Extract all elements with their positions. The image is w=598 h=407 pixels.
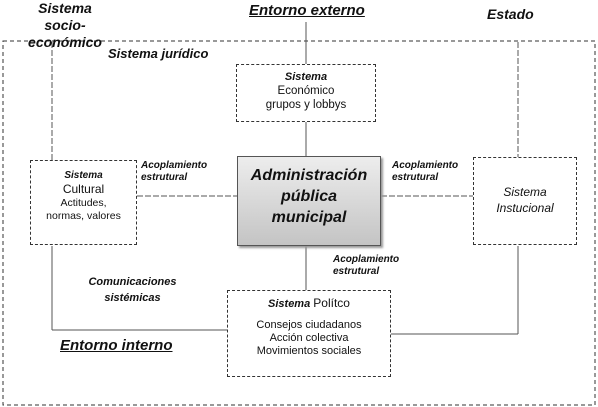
institucional-line-1: Sistema bbox=[503, 185, 547, 199]
administracion-publica-box: Administración pública municipal bbox=[237, 156, 381, 246]
estado-label: Estado bbox=[487, 6, 534, 22]
acoplamiento-bottom-label: Acoplamiento estrutural bbox=[333, 254, 400, 277]
cultural-line-normas: normas, valores bbox=[46, 210, 121, 222]
entorno-externo-label: Entorno externo bbox=[249, 2, 365, 19]
cultural-sistema-label: Sistema bbox=[64, 170, 103, 181]
politico-line-consejos: Consejos ciudadanos bbox=[256, 319, 362, 331]
politico-sistema-label: Sistema bbox=[268, 298, 311, 310]
central-line-2: pública bbox=[280, 188, 337, 205]
politico-title: Polítco bbox=[313, 296, 350, 310]
entorno-interno-label: Entorno interno bbox=[60, 337, 173, 354]
central-line-3: municipal bbox=[271, 209, 347, 226]
socio-economico-label: Sistema socio-económico bbox=[28, 0, 102, 50]
cultural-title: Cultural bbox=[62, 182, 105, 196]
acoplamiento-right-label: Acoplamiento estrutural bbox=[392, 160, 459, 183]
acoplamiento-left-label: Acoplamiento estrutural bbox=[141, 160, 208, 183]
politico-line-accion: Acción colectiva bbox=[269, 332, 349, 344]
comunicaciones-sistemicas-label: Comunicaciones sistémicas bbox=[88, 276, 177, 304]
economico-sistema-label: Sistema bbox=[284, 71, 328, 83]
sistema-institucional-box: Sistema Instucional bbox=[473, 157, 577, 245]
cultural-line-actitudes: Actitudes, bbox=[60, 197, 107, 209]
sistema-cultural-box: Sistema Cultural Actitudes, normas, valo… bbox=[30, 160, 137, 245]
politico-line-movimientos: Movimientos sociales bbox=[256, 345, 362, 357]
sistema-juridico-label: Sistema jurídico bbox=[108, 46, 209, 61]
economico-subtitle: grupos y lobbys bbox=[265, 99, 347, 111]
sistema-politico-box: Sistema Polítco Consejos ciudadanos Acci… bbox=[227, 290, 391, 377]
central-line-1: Administración bbox=[250, 167, 368, 184]
economico-title: Económico bbox=[277, 85, 335, 97]
sistema-economico-box: Sistema Económico grupos y lobbys bbox=[236, 64, 376, 122]
institucional-line-2: Instucional bbox=[496, 201, 554, 215]
juridico-boundary bbox=[2, 40, 596, 406]
